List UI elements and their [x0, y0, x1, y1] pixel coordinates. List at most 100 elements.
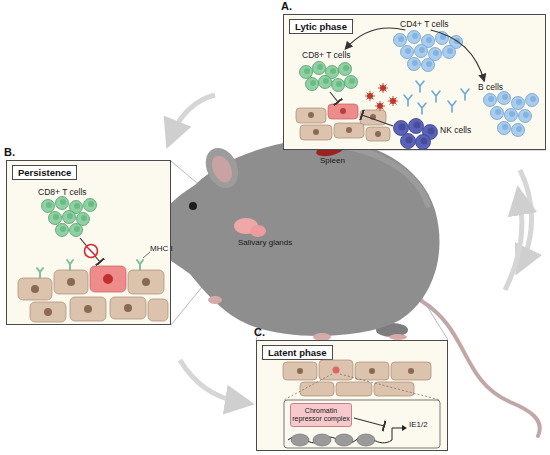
panel-letter: B.: [4, 146, 15, 158]
cell-nucleus: [44, 308, 52, 316]
antibody: [404, 95, 412, 106]
cell-label: CD8+ T cells: [300, 49, 353, 61]
part-label: MHC I: [150, 244, 173, 253]
tissue-cell: [18, 278, 52, 300]
cd4-t-cell: [450, 36, 463, 49]
organ-label: Salivary glands: [238, 238, 292, 247]
cd4-t-cell: [422, 35, 435, 48]
tissue-cell: [334, 123, 364, 138]
b-cell: [505, 109, 518, 122]
inhibition-line: [330, 92, 338, 102]
tissue-cell: [300, 125, 332, 140]
cell-nucleus: [142, 278, 150, 286]
inhibition-line: [80, 238, 100, 262]
cycle-arrow: [172, 95, 215, 135]
cell-nucleus: [297, 368, 303, 374]
cycle-arrow: [505, 200, 522, 290]
mouse-ear-inner: [208, 153, 236, 186]
cd4-t-cell: [415, 45, 428, 58]
cd8-t-cell: [56, 197, 69, 210]
mhc-molecule: [137, 260, 143, 270]
nk-cell: [401, 134, 416, 149]
tissue-cell: [300, 382, 334, 396]
b-cell: [484, 94, 497, 107]
tissue-cell: [355, 362, 389, 380]
mhc-molecule: [67, 260, 73, 270]
cd8-t-cell: [319, 76, 332, 89]
gene-promoter-arrow: [392, 428, 402, 440]
leader-line: [143, 252, 150, 258]
cell-nucleus: [31, 285, 39, 293]
panel-heading: Latent phase: [262, 345, 333, 360]
tissue-cell: [70, 297, 106, 321]
cd8-t-cell: [313, 62, 326, 75]
cell-nucleus: [103, 274, 113, 284]
cell-name: CD8+ T cells: [38, 187, 87, 197]
antibody: [418, 103, 426, 114]
inhibition-line: [362, 115, 393, 126]
virus-particle: [365, 91, 375, 101]
virus-particle: [375, 101, 385, 111]
phase-panel: A.Lytic phaseCD8+ T cellsCD4+ T cellsB c…: [283, 14, 546, 150]
cell-nucleus: [308, 112, 314, 118]
cell-nucleus: [333, 367, 340, 374]
cd4-t-cell: [436, 32, 449, 45]
zoom-line: [284, 374, 440, 400]
nk-cell: [409, 119, 424, 134]
panel-letter: A.: [281, 0, 292, 12]
inhibition-line: [354, 418, 384, 426]
cd8-t-cell: [56, 224, 69, 237]
gene-promoter-arrowhead: [402, 425, 407, 431]
panel-letter: C.: [254, 326, 265, 338]
cd8-t-cell: [42, 200, 55, 213]
cell-name: B cells: [478, 82, 503, 92]
tissue-cell: [374, 382, 414, 396]
nucleosome: [313, 434, 331, 446]
cell-nucleus: [375, 131, 381, 137]
cell-nucleus: [124, 304, 132, 312]
cell-label: CD4+ T cells: [398, 18, 451, 30]
mouse-ear: [200, 143, 245, 194]
cell-label: CD8+ T cells: [36, 186, 89, 198]
b-cell: [491, 107, 504, 120]
cd8-t-cell: [70, 201, 83, 214]
nk-cell: [416, 135, 431, 150]
cell-name: CD4+ T cells: [400, 19, 449, 29]
virus-particle: [388, 96, 398, 106]
cd8-t-cell: [306, 78, 319, 91]
cd8-t-cell: [77, 213, 90, 226]
tissue-cell: [296, 108, 326, 123]
antibody: [448, 101, 456, 112]
antibody: [432, 91, 440, 102]
nk-cell: [423, 125, 438, 140]
cd8-t-cell: [332, 79, 345, 92]
tissue-cell: [54, 270, 88, 294]
cd8-t-cell: [63, 211, 76, 224]
blocked-symbol-slash: [87, 247, 96, 256]
mouse-paw: [208, 296, 222, 304]
cd8-t-cell: [339, 63, 352, 76]
antibody: [416, 81, 424, 92]
cell-name: NK cells: [440, 125, 471, 135]
cd8-t-cell: [300, 66, 313, 79]
cd4-t-cell: [401, 46, 414, 59]
salivary-gland: [250, 225, 266, 237]
cell-nucleus: [340, 108, 346, 114]
nucleosome: [335, 434, 353, 446]
cell-nucleus: [369, 368, 375, 374]
cell-nucleus: [67, 278, 75, 286]
cd4-t-cell: [394, 34, 407, 47]
b-cell: [498, 92, 511, 105]
tissue-cell: [30, 302, 66, 322]
nk-cell: [394, 121, 409, 136]
cd4-t-cell: [443, 46, 456, 59]
antibody: [461, 89, 469, 100]
activation-arrow: [431, 30, 485, 81]
tissue-cell: [360, 110, 386, 125]
mouse-body: [150, 139, 440, 336]
cd4-t-cell: [422, 59, 435, 72]
tissue-cell: [366, 127, 390, 141]
